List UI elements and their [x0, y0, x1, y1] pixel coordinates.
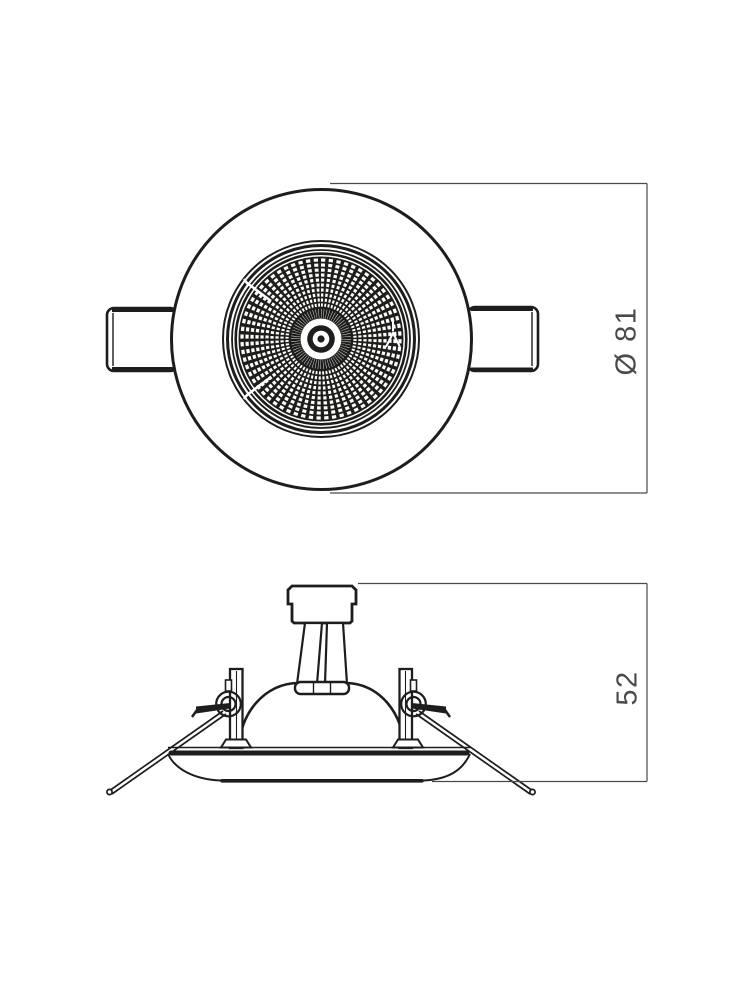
torsion-spring-right: [400, 690, 536, 796]
spring-coil-right: [400, 690, 427, 718]
lamp-pins: [295, 621, 349, 686]
gu10-cap: [286, 584, 358, 625]
lamp-center: [300, 318, 342, 360]
clip-mark-upper-left: [242, 278, 272, 303]
torsion-spring-left: [106, 690, 242, 796]
height-label: 52: [611, 670, 644, 706]
height-dimension: [358, 582, 648, 783]
reflector-facets: [240, 258, 402, 420]
clip-marks: [242, 278, 401, 400]
mounting-tab-right: [466, 305, 540, 373]
clip-mark-lower-left: [242, 375, 272, 400]
mounting-tab-left: [105, 306, 179, 373]
spring-arm-long-right: [415, 710, 536, 796]
trim-profile: [167, 746, 471, 783]
front-view: [106, 582, 648, 796]
top-view: [105, 182, 648, 494]
spring-arm-short-right: [412, 703, 446, 714]
bracket-feet: [219, 738, 425, 749]
diameter-dimension: [330, 182, 648, 494]
spring-coil-left: [215, 690, 242, 718]
clip-mark-right: [385, 330, 401, 348]
lamp-neck-collar: [293, 680, 351, 696]
diameter-label: Ø 81: [610, 306, 643, 376]
lens-bezel: [222, 240, 420, 438]
spring-arm-short-left: [196, 703, 230, 714]
